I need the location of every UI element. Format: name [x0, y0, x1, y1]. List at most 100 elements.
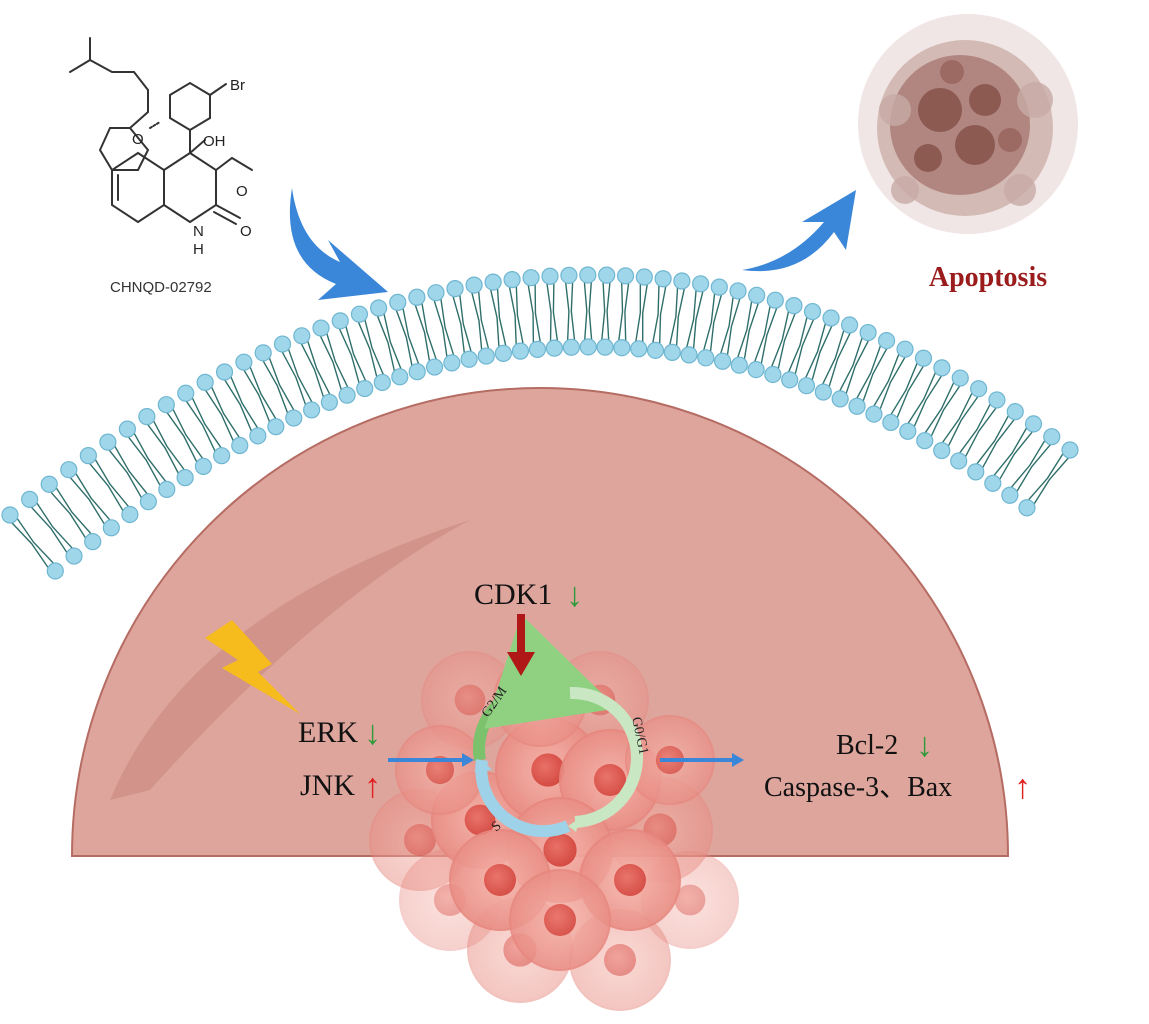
lipid-tail	[488, 281, 509, 354]
lipid-tail	[450, 287, 474, 361]
caspase3-bax-up-arrow-icon: ↑	[1014, 769, 1031, 806]
lipid-head	[46, 562, 64, 580]
jnk-up-arrow-icon: ↑	[364, 768, 381, 805]
lipid-head	[730, 356, 748, 374]
lipid-tail	[239, 360, 281, 429]
compound-name: CHNQD-02792	[110, 279, 212, 296]
lipid-head	[916, 432, 934, 450]
lipid-head	[635, 268, 653, 286]
lipid-head	[579, 266, 597, 284]
lipid-head	[503, 271, 521, 289]
lipid-head	[118, 420, 136, 438]
cancer-cell-nucleus	[544, 904, 576, 936]
lipid-tail	[768, 304, 799, 376]
lipid-head	[933, 359, 951, 377]
lipid-tail	[988, 421, 1038, 486]
lipid-head	[747, 360, 765, 379]
lipid-tail	[258, 350, 298, 420]
lipid-tail	[634, 276, 650, 350]
lipid-head	[176, 469, 194, 487]
lipid-head	[1, 506, 19, 524]
lipid-head	[312, 319, 330, 337]
lipid-head	[785, 297, 803, 315]
lipid-head	[967, 463, 985, 481]
atom-h: H	[193, 241, 204, 258]
lipid-head	[1001, 486, 1019, 504]
lipid-head	[646, 341, 665, 359]
lipid-head	[729, 282, 747, 300]
lipid-head	[194, 457, 213, 476]
lipid-tail	[545, 275, 560, 349]
lipid-head	[139, 493, 157, 511]
atom-n: N	[193, 223, 204, 240]
lipid-head	[425, 358, 444, 376]
lipid-head	[865, 405, 883, 423]
apoptosis-label: Apoptosis	[929, 262, 1047, 293]
lipid-tail	[507, 279, 526, 352]
lipid-tail	[374, 306, 405, 379]
lipid-tail	[431, 291, 457, 364]
lipid-tail	[65, 466, 116, 531]
lipid-head	[465, 276, 483, 294]
lipid-head	[781, 371, 799, 389]
lipid-head	[320, 393, 338, 411]
cell-cycle-arc-g2m	[473, 614, 618, 762]
lipid-tail	[920, 375, 965, 443]
lipid-head	[560, 266, 578, 284]
lipid-tail	[123, 426, 171, 492]
lipid-tail	[667, 280, 687, 353]
bcl2-down-arrow-icon: ↓	[916, 727, 933, 764]
lipid-tail	[526, 277, 543, 350]
cancer-cell-nucleus	[464, 804, 496, 836]
lipid-tail	[734, 294, 762, 367]
lipid-head	[370, 299, 388, 317]
lipid-head	[822, 309, 840, 327]
cancer-cell-nucleus	[543, 833, 577, 867]
nucleus-highlight	[110, 520, 470, 800]
cycle-to-apoptosis-markers-arrow	[660, 753, 744, 767]
lipid-head	[21, 490, 39, 508]
lipid-head	[899, 422, 917, 440]
lipid-head	[196, 373, 214, 391]
lipid-head	[338, 386, 356, 404]
lipid-head	[60, 461, 78, 479]
lipid-tail	[297, 334, 334, 405]
lipid-head	[950, 452, 968, 470]
lipid-head	[273, 335, 292, 353]
lipid-head	[814, 383, 832, 401]
cdk1-down-arrow-icon: ↓	[566, 577, 583, 614]
lipid-tail	[886, 356, 928, 425]
lipid-tail	[650, 278, 668, 351]
cell-cycle-diagram: G2/M G0/G1 S	[473, 614, 651, 838]
lipid-head	[446, 280, 464, 298]
lipid-head	[562, 338, 580, 356]
lipid-head	[331, 312, 349, 330]
lipid-head	[1024, 415, 1043, 433]
lipid-tail	[564, 275, 577, 348]
cancer-cell-nucleus	[674, 884, 706, 916]
lipid-head	[596, 338, 614, 356]
lipid-tail	[903, 365, 946, 434]
lipid-head	[831, 390, 849, 408]
lipid-head	[138, 408, 156, 426]
lipid-tail	[335, 319, 370, 391]
lipid-head	[443, 354, 461, 372]
lipid-head	[389, 293, 407, 311]
lipid-tail	[785, 310, 817, 382]
cancer-cell-nucleus	[425, 755, 455, 785]
lipid-head	[177, 384, 195, 402]
chemical-structure	[69, 37, 253, 225]
atom-o-ring: O	[132, 131, 144, 148]
lipid-head	[408, 288, 426, 306]
lipid-head	[797, 377, 816, 395]
cancer-cell-nucleus	[454, 684, 486, 716]
cancer-cell-nucleus	[531, 753, 565, 787]
cancer-cell-nucleus	[404, 824, 436, 856]
lipid-tail	[84, 452, 134, 518]
lipid-head	[235, 353, 253, 371]
lipid-head	[285, 409, 303, 427]
lipid-tail	[600, 275, 612, 348]
lipid-head	[951, 369, 969, 387]
atom-o-carbonyl: O	[240, 223, 252, 240]
